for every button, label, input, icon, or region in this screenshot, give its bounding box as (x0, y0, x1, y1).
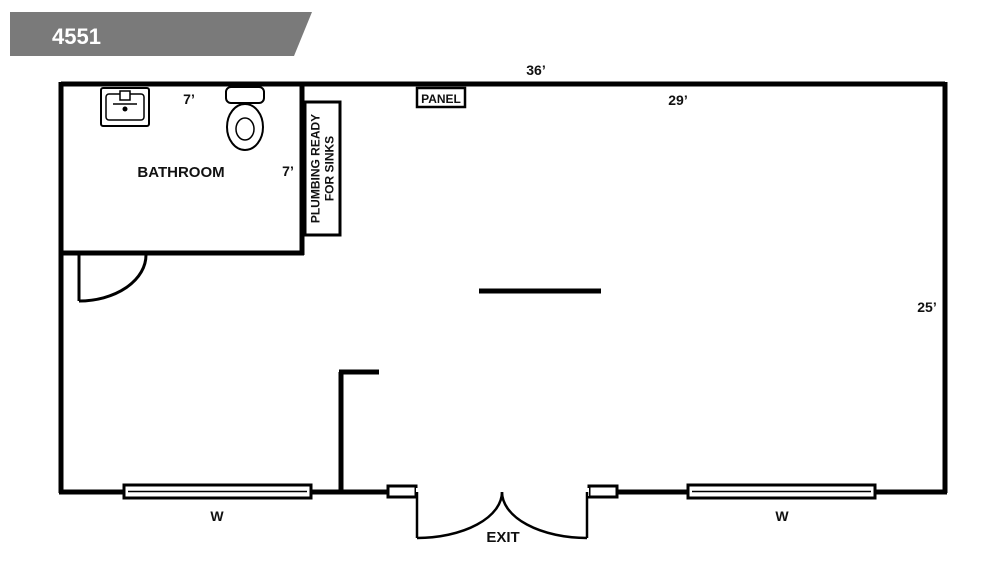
door-swing-arc (78, 254, 148, 303)
plan-number: 4551 (52, 24, 101, 49)
sink-icon (100, 87, 150, 127)
bathroom-walls (61, 84, 305, 256)
exit-door-swing-right (500, 491, 588, 540)
panel-label: PANEL (421, 92, 461, 106)
exit-door-jamb-left (386, 484, 418, 499)
window-left-label: W (210, 508, 224, 524)
plumbing-label-line2: FOR SINKS (323, 136, 337, 201)
plan-title-banner: 4551 (10, 12, 312, 56)
exit-door-jamb-right (587, 484, 619, 499)
toilet-icon (225, 86, 265, 151)
bathroom-label: BATHROOM (137, 164, 224, 181)
bathroom-depth-dimension: 7’ (282, 163, 294, 179)
bathroom-width-dimension: 7’ (183, 91, 195, 107)
overall-depth-dimension: 25’ (917, 299, 936, 315)
exterior-walls (58, 81, 948, 495)
exit-label: EXIT (486, 529, 519, 546)
window-left (122, 483, 313, 500)
banner-shape (10, 12, 312, 56)
exit-door-swing-left (416, 491, 504, 540)
interior-partitions (338, 288, 601, 492)
bathroom-door (77, 254, 148, 303)
overall-width-dimension: 36’ (526, 62, 545, 78)
room-width-dimension: 29’ (668, 92, 687, 108)
electrical-panel: PANEL (415, 86, 467, 109)
plumbing-box: PLUMBING READY FOR SINKS (303, 100, 342, 237)
window-right-label: W (775, 508, 789, 524)
exit-door (386, 484, 619, 540)
plumbing-label-line1: PLUMBING READY (309, 114, 323, 223)
window-right (686, 483, 877, 500)
